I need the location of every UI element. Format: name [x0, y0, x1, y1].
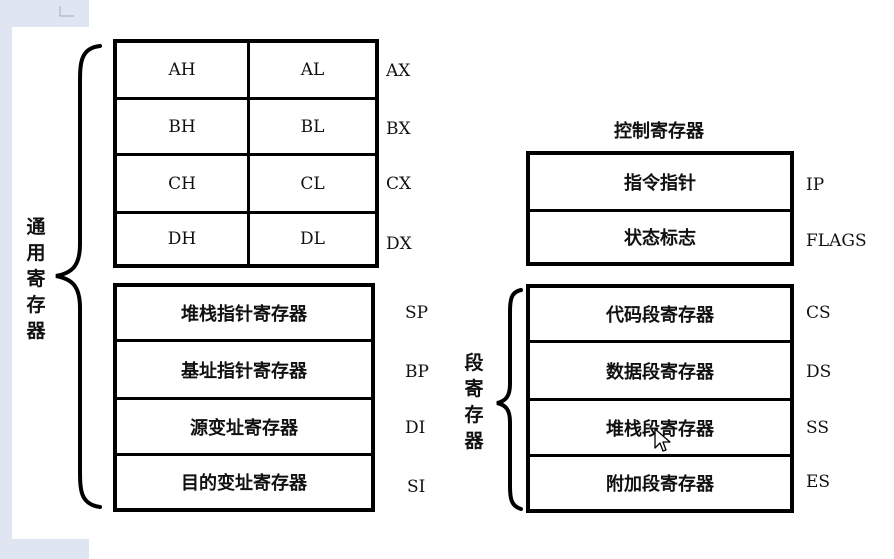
control-registers-title: 控制寄存器 — [614, 121, 704, 142]
register-ax-label: AX — [386, 61, 411, 81]
segment-registers-block: 代码段寄存器 数据段寄存器 堆栈段寄存器 附加段寄存器 — [526, 284, 794, 513]
base-pointer-register: 基址指针寄存器 — [181, 360, 307, 382]
register-ch: CH — [168, 173, 196, 194]
segment-registers-brace — [496, 288, 523, 511]
general-registers-title: 通用寄存器 — [24, 214, 48, 344]
extra-segment-register: 附加段寄存器 — [606, 474, 714, 495]
row-divider — [530, 454, 790, 457]
row-divider — [530, 398, 790, 401]
slide-thumbnail-icon — [59, 6, 74, 17]
slide-side-strip — [0, 0, 89, 559]
segment-title-char: 段寄存器 — [464, 352, 484, 452]
code-segment-register: 代码段寄存器 — [606, 305, 714, 326]
register-dx-label: DX — [386, 234, 412, 254]
register-ah: AH — [168, 60, 196, 80]
mouse-cursor-icon — [654, 428, 671, 452]
register-ss-label: SS — [806, 418, 829, 438]
segment-registers-title: 段寄存器 — [462, 350, 486, 454]
general-title-char: 通用寄存器 — [26, 216, 46, 342]
row-divider — [117, 453, 371, 456]
register-sp-label: SP — [405, 303, 429, 323]
register-flags-label: FLAGS — [806, 231, 867, 251]
register-cs-label: CS — [806, 303, 831, 323]
grid-row-divider — [117, 97, 375, 100]
stack-segment-register: 堆栈段寄存器 — [606, 418, 714, 440]
register-bp-label: BP — [405, 362, 429, 382]
register-bh: BH — [168, 116, 196, 137]
control-registers-block: 指令指针 状态标志 — [526, 151, 794, 266]
register-cl: CL — [300, 173, 325, 194]
row-divider — [117, 339, 371, 342]
side-strip-notch — [12, 27, 89, 539]
data-segment-register: 数据段寄存器 — [606, 361, 714, 383]
grid-row-divider — [117, 211, 375, 214]
status-flags-register: 状态标志 — [624, 228, 696, 249]
source-index-register: 源变址寄存器 — [190, 417, 298, 439]
row-divider — [117, 397, 371, 400]
register-si-label: SI — [407, 477, 426, 497]
grid-row-divider — [117, 153, 375, 156]
register-dl: DL — [300, 229, 325, 249]
stack-pointer-register: 堆栈指针寄存器 — [181, 304, 307, 325]
register-ds-label: DS — [806, 362, 832, 382]
general-registers-brace — [55, 44, 102, 509]
general-high-low-grid: AH AL BH BL CH CL DH DL — [113, 39, 379, 268]
pointer-index-block: 堆栈指针寄存器 基址指针寄存器 源变址寄存器 目的变址寄存器 — [113, 283, 375, 512]
register-di-label: DI — [405, 418, 426, 438]
register-cx-label: CX — [386, 174, 412, 194]
register-es-label: ES — [806, 472, 831, 492]
register-ip-label: IP — [806, 175, 825, 195]
row-divider — [530, 209, 790, 212]
register-bl: BL — [300, 116, 325, 137]
destination-index-register: 目的变址寄存器 — [181, 473, 307, 494]
register-al: AL — [300, 60, 325, 80]
row-divider — [530, 340, 790, 343]
instruction-pointer-register: 指令指针 — [624, 173, 696, 194]
register-dh: DH — [167, 229, 197, 249]
register-bx-label: BX — [386, 119, 411, 139]
